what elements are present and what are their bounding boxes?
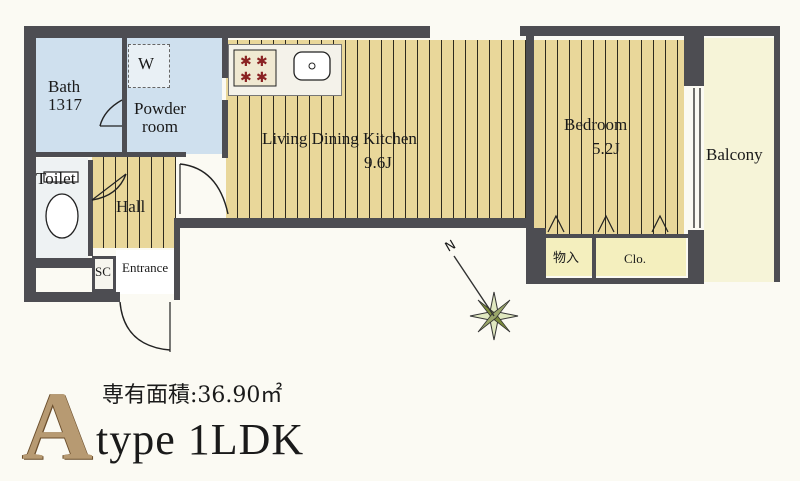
hall-floor: [92, 156, 176, 248]
balcony-label: Balcony: [706, 145, 763, 164]
ldk-size-label: 9.6J: [364, 153, 392, 172]
svg-text:✱: ✱: [240, 70, 252, 86]
ldk-name-label: Living Dining Kitchen: [262, 129, 417, 148]
compass-rose: [453, 255, 519, 341]
svg-text:✱: ✱: [256, 54, 268, 70]
wall-top-left: [24, 26, 430, 38]
type-letter: A: [22, 373, 93, 481]
bath-floor: [36, 38, 122, 154]
wall-wet-bottom: [36, 152, 186, 157]
bath-label-line1: Bath: [48, 77, 81, 96]
bedroom-name-label: Bedroom: [564, 115, 628, 134]
entrance-floor: [116, 250, 180, 294]
storage-floor: [546, 238, 592, 276]
wall-ldk-bedroom: [526, 30, 534, 226]
storage-label: 物入: [553, 251, 580, 266]
wall-top-mid: [520, 26, 778, 36]
wall-bedroom-right: [684, 30, 704, 86]
wall-storage-divider: [592, 236, 596, 280]
type-text: type 1LDK: [96, 415, 305, 464]
wall-storage-left: [526, 228, 546, 284]
powder-room-line1: Powder: [134, 99, 186, 118]
wall-powder-ldk-low: [222, 100, 228, 158]
wall-entrance-bottom: [36, 292, 120, 302]
balcony-floor: [704, 38, 774, 282]
washer-space: [128, 44, 170, 88]
closet-label: Clo.: [624, 251, 647, 266]
svg-text:✱: ✱: [256, 70, 268, 86]
wall-entrance-low: [36, 258, 92, 268]
hall-label: Hall: [116, 197, 146, 216]
wall-bedroom-right-low: [688, 230, 704, 282]
bath-label: Bath 1317: [48, 78, 82, 114]
wall-toilet-hall: [88, 160, 93, 256]
wall-sc-box: [92, 256, 116, 292]
powder-room-label: Powder room: [134, 100, 186, 136]
closet-floor: [596, 238, 686, 276]
bath-label-line2: 1317: [48, 94, 82, 114]
wall-balcony-right: [774, 26, 780, 282]
wall-hall-right: [174, 218, 180, 300]
wall-powder-ldk: [222, 38, 228, 78]
svg-text:✱: ✱: [240, 54, 252, 70]
wall-left: [24, 26, 36, 302]
bedroom-floor: [534, 40, 684, 236]
sc-label: SC: [95, 264, 111, 279]
washer-label: W: [138, 54, 155, 73]
toilet-label: Toilet: [36, 169, 76, 188]
floor-area-text: 専有面積:36.90㎡: [102, 383, 283, 408]
wall-ldk-bottom: [174, 218, 534, 228]
powder-room-line2: room: [142, 116, 178, 136]
wall-bedroom-bottom: [526, 278, 704, 284]
entrance-label: Entrance: [122, 260, 169, 275]
bedroom-size-label: 5.2J: [592, 139, 620, 158]
wall-bath-powder: [122, 38, 127, 156]
wall-closet-top: [546, 234, 688, 238]
